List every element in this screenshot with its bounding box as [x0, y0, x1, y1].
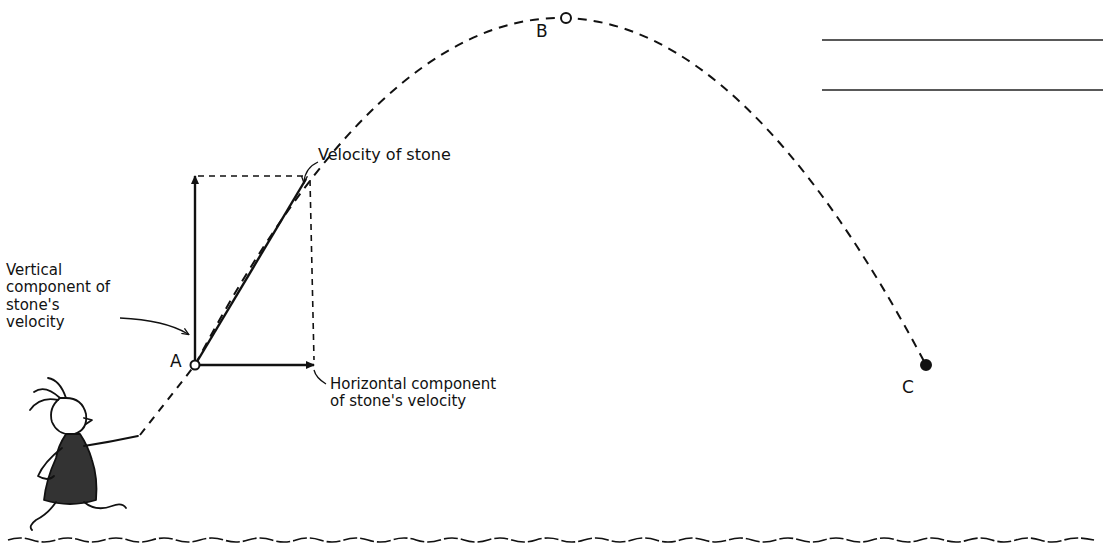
horizontal-vector [195, 364, 314, 366]
point-c [921, 360, 931, 370]
leader-line [304, 162, 318, 182]
component-label: Vertical component of stone's velocity [6, 262, 122, 331]
component-label: Horizontal component of stone's velocity [330, 376, 510, 411]
trajectory [195, 18, 926, 365]
dashed-edge [198, 175, 308, 177]
vector-label: Velocity of stone [318, 146, 451, 164]
dashed-edge [310, 180, 314, 360]
leader-line [120, 318, 188, 334]
answer-line [822, 39, 1103, 40]
answer-line [822, 89, 1103, 90]
point-b [561, 13, 571, 23]
leader-line [314, 370, 326, 384]
velocity-vector [195, 179, 306, 365]
ground-line [8, 538, 1094, 542]
point-label: C [902, 378, 914, 398]
point-label: B [536, 22, 548, 42]
point-label: A [170, 352, 182, 372]
trajectory-start [140, 365, 195, 435]
girl-figure [30, 378, 138, 530]
vertical-vector [194, 176, 196, 365]
point-a [191, 361, 200, 370]
